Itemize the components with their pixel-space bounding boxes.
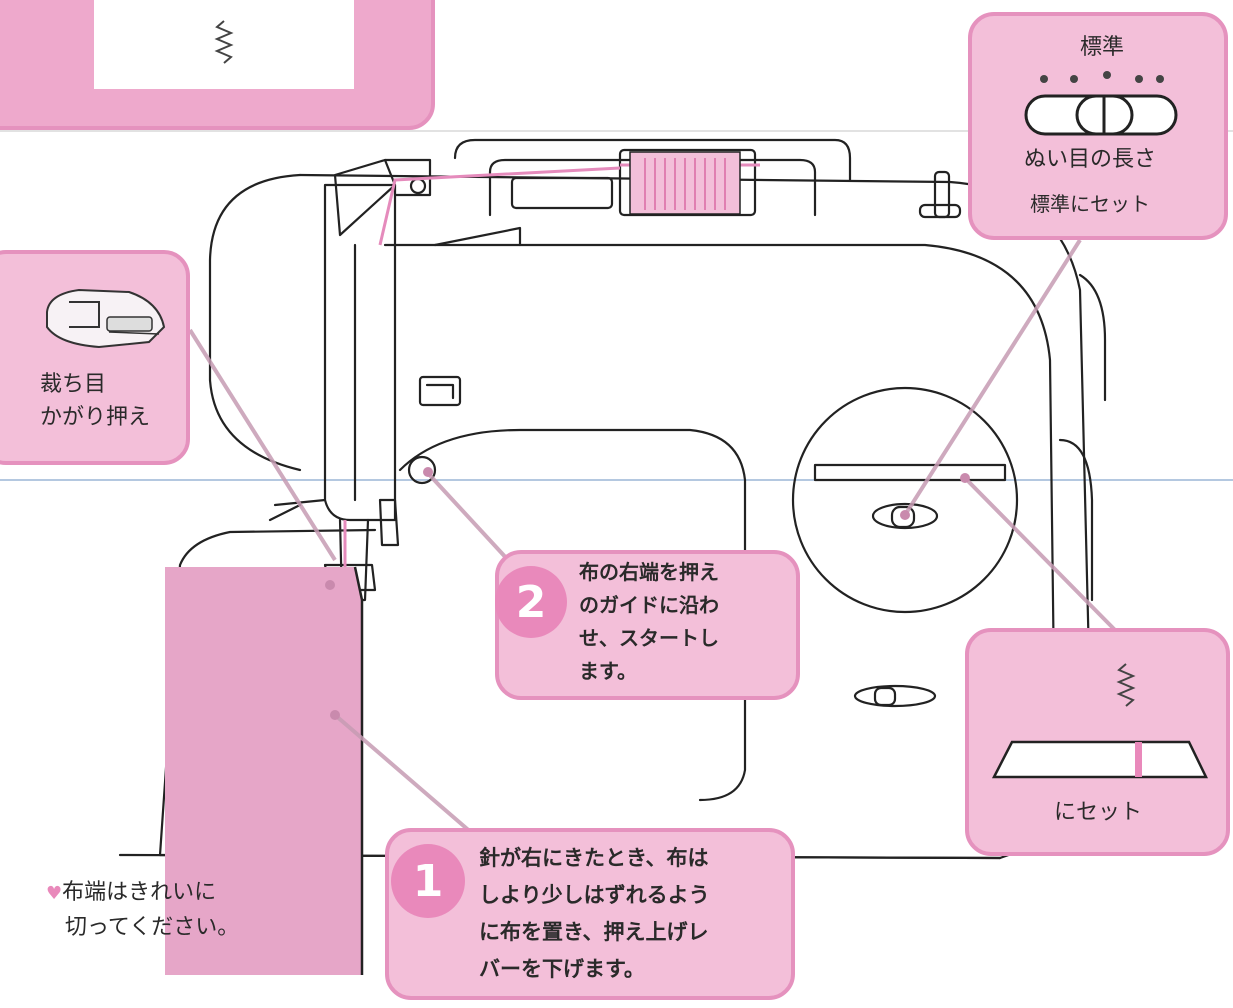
presser-foot-line2: かがり押え [40,405,151,430]
step2-number: 2 [515,576,547,628]
overcasting-foot-icon [46,288,166,349]
step2-badge: 2 [495,566,567,638]
heart-bullet-icon: ♥ [46,883,63,904]
pattern-select-label: にセット [1054,800,1143,825]
step1-number: 1 [412,855,444,907]
zigzag-stitch-icon [1116,663,1136,707]
presser-foot-line1: 裁ち目 [40,372,107,397]
pattern-window [94,0,354,89]
top-left-pattern-callout [0,0,435,130]
stitch-length-callout: 標準 ぬい目の長さ 標準にセット [968,12,1228,240]
step1-text: 針が右にきたとき、布は しより少しはずれるよう に布を置き、押え上げレ バーを下… [479,846,710,981]
step2-text: 布の右端を押え のガイドに沿わ せ、スタートし ます。 [579,560,719,683]
pattern-select-callout: にセット [965,628,1230,856]
fabric-edge [353,566,364,975]
thread-path [343,163,760,570]
fabric-note: ♥布端はきれいに [46,877,216,910]
fabric-piece [165,567,362,975]
spool-stripes [644,158,726,210]
pattern-indicator-icon [991,740,1208,779]
stitch-length-line1: ぬい目の長さ [1024,147,1157,172]
step1-callout: 1 針が右にきたとき、布は しより少しはずれるよう に布を置き、押え上げレ バー… [385,828,795,1000]
zigzag-stitch-icon [214,20,234,64]
leader-dots [325,467,970,720]
standard-label: 標準 [1080,35,1125,60]
note-line1: 布端はきれいに [62,880,217,905]
stitch-length-lever-icon [1024,71,1178,136]
stitch-length-line2: 標準にセット [1030,192,1150,216]
step1-badge: 1 [391,844,465,918]
step2-callout: 2 布の右端を押え のガイドに沿わ せ、スタートし ます。 [495,550,800,700]
presser-foot-callout: 裁ち目 かがり押え [0,250,190,465]
fabric-note-line2: 切ってください。 [65,915,240,940]
